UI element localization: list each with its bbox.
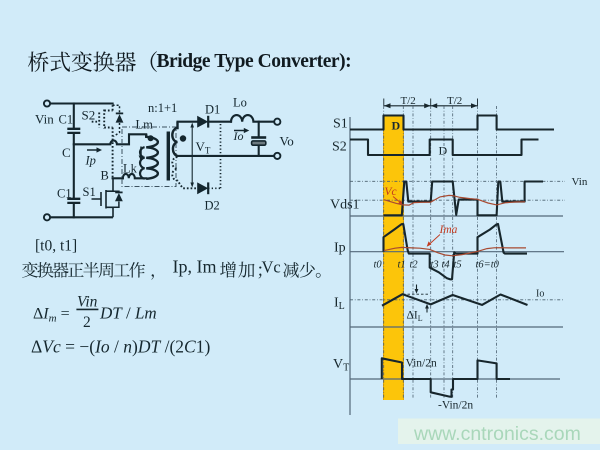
svg-text:T/2: T/2	[401, 95, 416, 107]
svg-text:Io: Io	[233, 129, 244, 143]
svg-text:n:1+1: n:1+1	[148, 101, 177, 115]
svg-text:Lm: Lm	[136, 118, 154, 132]
svg-text:Vin/2n: Vin/2n	[406, 358, 438, 370]
svg-text:D1: D1	[205, 103, 220, 117]
svg-text:C1: C1	[57, 187, 72, 201]
svg-text:Vin: Vin	[77, 294, 98, 311]
svg-text:t3: t3	[431, 260, 439, 271]
svg-text:S1: S1	[83, 185, 96, 199]
svg-text:C: C	[62, 145, 71, 160]
svg-text:D: D	[439, 144, 448, 158]
svg-text:Vc: Vc	[385, 186, 397, 198]
svg-text:C1: C1	[59, 113, 74, 127]
svg-text:-Vin/2n: -Vin/2n	[438, 400, 473, 412]
svg-text:B: B	[101, 169, 109, 183]
svg-text:ΔVc = −(Io / n)DT /(2C1): ΔVc = −(Io / n)DT /(2C1)	[31, 337, 210, 357]
svg-text:Vds1: Vds1	[330, 198, 360, 213]
svg-text:t2: t2	[410, 260, 419, 271]
svg-text:DT / Lm: DT / Lm	[99, 303, 157, 322]
svg-text:Vin: Vin	[572, 176, 588, 188]
svg-text:Lk: Lk	[123, 162, 138, 176]
svg-text:S2: S2	[82, 108, 96, 123]
svg-text:Bridge Type Converter):: Bridge Type Converter):	[157, 51, 352, 72]
svg-text:D2: D2	[205, 199, 220, 213]
svg-text:t4: t4	[442, 260, 451, 271]
svg-text:Ima: Ima	[439, 224, 458, 236]
svg-text:T/2: T/2	[447, 95, 462, 107]
svg-text:t1: t1	[398, 260, 406, 271]
svg-text:Io: Io	[536, 289, 544, 300]
svg-text:Ip, Im: Ip, Im	[173, 257, 217, 277]
svg-text:S2: S2	[332, 140, 347, 155]
svg-text:2: 2	[83, 314, 91, 331]
svg-text:t6=t0: t6=t0	[476, 260, 500, 271]
svg-text:t5: t5	[454, 260, 462, 271]
svg-text:Ip: Ip	[334, 241, 346, 256]
svg-text:ΔIm =: ΔIm =	[33, 305, 70, 324]
svg-text:IL: IL	[334, 296, 345, 313]
svg-text:Vc: Vc	[262, 258, 281, 277]
svg-text:Ip: Ip	[85, 154, 96, 168]
svg-text:Lo: Lo	[233, 96, 247, 110]
svg-text:[t0, t1]: [t0, t1]	[35, 238, 77, 255]
svg-text:S1: S1	[333, 117, 348, 132]
svg-text:www.cntronics.com: www.cntronics.com	[413, 423, 581, 445]
svg-text:D: D	[392, 119, 401, 133]
svg-text:t0: t0	[374, 260, 383, 271]
svg-text:Vo: Vo	[280, 134, 294, 149]
svg-text:Vin: Vin	[35, 112, 54, 127]
